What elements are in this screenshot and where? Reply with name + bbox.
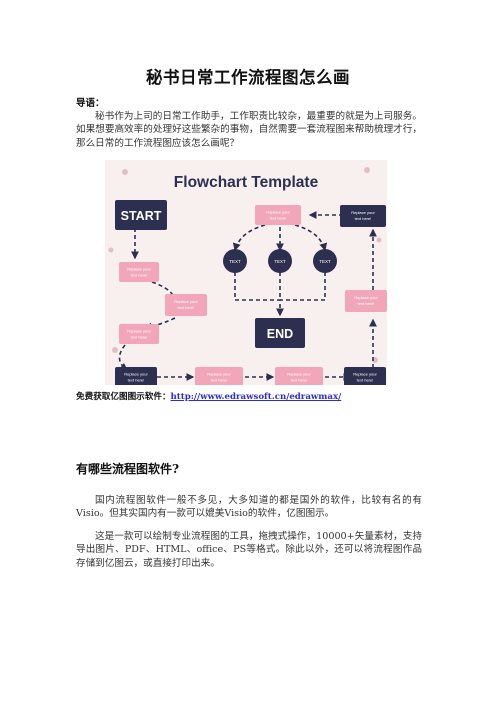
svg-text:Replace your: Replace your [266,210,290,215]
svg-text:text here!: text here! [211,378,228,383]
svg-text:text here!: text here! [178,305,195,310]
end-label: END [267,327,293,341]
svg-text:text here!: text here! [270,216,287,221]
end-box [255,318,305,348]
start-box [115,200,167,230]
top-process-box: Replace your text here! [255,205,301,225]
bottom-box-4: Replace your text here! [344,367,386,385]
intro-label: 导语： [76,98,105,109]
edrawmax-link[interactable]: http://www.edrawsoft.cn/edrawmax/ [170,392,342,402]
svg-text:Replace your: Replace your [354,295,378,300]
document-title: 秘书日常工作流程图怎么画 [146,68,350,87]
svg-text:text here!: text here! [128,378,145,383]
flowchart-connectors [118,211,377,381]
process-box-right: Replace your text here! [345,290,387,312]
svg-text:TEXT: TEXT [319,259,331,264]
svg-text:text here!: text here! [357,378,374,383]
flowchart-svg: Flowchart Template [108,167,387,385]
svg-text:TEXT: TEXT [274,259,286,264]
feature-paragraph: 这是一款可以绘制专业流程图的工具，拖拽式操作，10000+矢量素材，支持导出图片… [76,531,422,569]
svg-text:TEXT: TEXT [229,259,241,264]
bottom-box-1: Replace your text here! [115,367,157,385]
svg-text:text here!: text here! [358,301,375,306]
svg-text:text here!: text here! [131,335,148,340]
svg-text:Replace your: Replace your [174,299,198,304]
intro-paragraph: 秘书作为上司的日常工作助手，工作职责比较杂，最重要的就是为上司服务。如果想要高效… [76,111,422,149]
svg-text:Replace your: Replace your [127,267,151,272]
svg-text:text here!: text here! [131,273,148,278]
software-paragraph: 国内流程图软件一般不多见，大多知道的都是国外的软件，比较有名的有Visio。但其… [76,495,422,520]
svg-text:text here!: text here! [355,216,372,221]
svg-text:Replace your: Replace your [287,372,311,377]
text-circle-1: TEXT [223,249,247,273]
flowchart-heading: Flowchart Template [174,174,319,191]
svg-text:text here!: text here! [291,378,308,383]
flowchart-figure: Flowchart Template [105,160,387,385]
text-circle-2: TEXT [268,249,292,273]
top-right-box: Replace your text here! [340,205,386,227]
download-link-line: 免费获取亿图图示软件：http://www.edrawsoft.cn/edraw… [76,390,341,402]
svg-text:Replace your: Replace your [351,210,375,215]
bottom-box-2: Replace your text here! [195,367,243,385]
svg-text:Replace your: Replace your [353,372,377,377]
svg-text:Replace your: Replace your [127,329,151,334]
process-box-3: Replace your text here! [165,294,207,316]
svg-text:Replace your: Replace your [124,372,148,377]
start-label: START [121,209,162,223]
text-circle-3: TEXT [313,249,337,273]
bottom-box-3: Replace your text here! [275,367,323,385]
process-box-4: Replace your text here! [119,324,159,344]
link-prefix: 免费获取亿图图示软件： [76,392,171,402]
svg-text:Replace your: Replace your [207,372,231,377]
section-heading: 有哪些流程图软件? [76,462,180,476]
process-box-2: Replace your text here! [119,262,159,282]
